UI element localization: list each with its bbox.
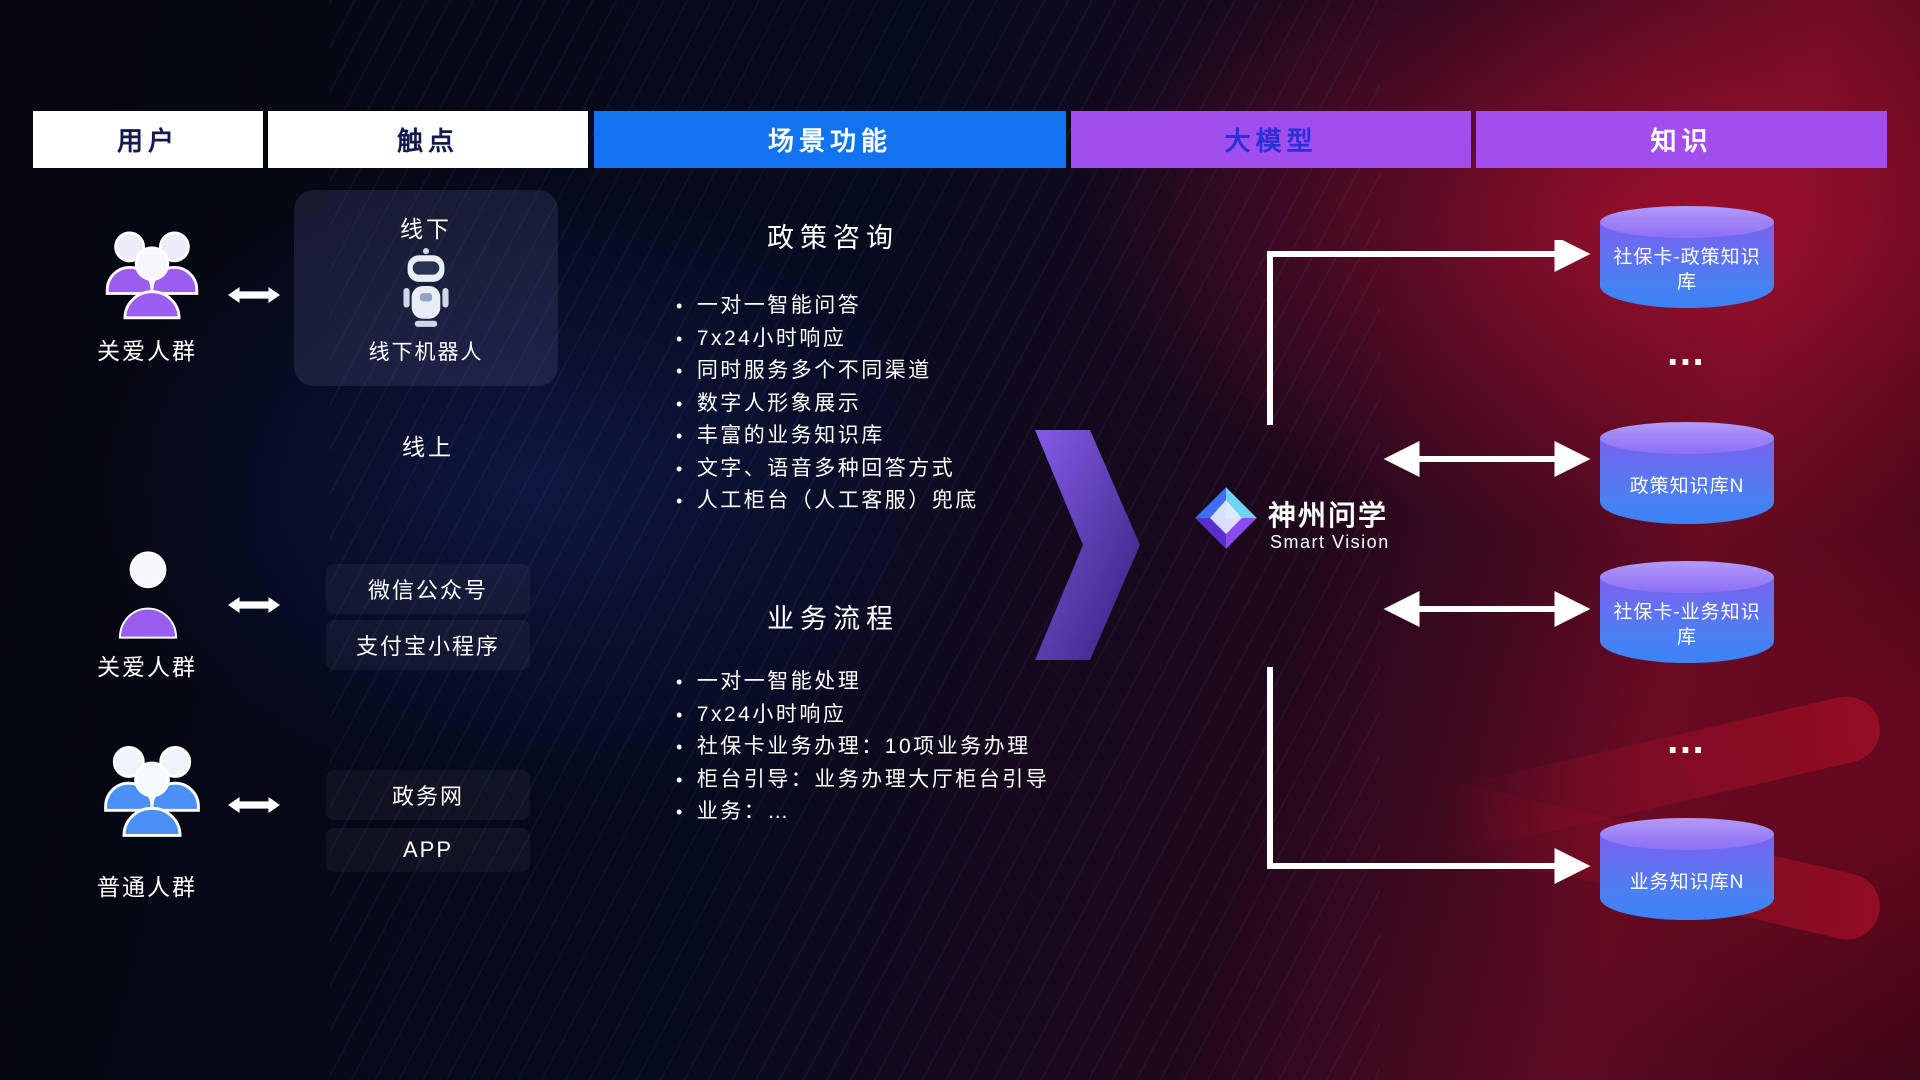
header-col-users: 用户 xyxy=(33,111,263,168)
scenario-business-title: 业务流程 xyxy=(767,604,899,634)
knowledge-db-business-n: 业务知识库N xyxy=(1600,818,1774,920)
scenario-bullet: 7x24小时响应 xyxy=(676,699,1049,732)
database-cylinder-icon xyxy=(1600,206,1774,238)
bidirectional-arrow-icon xyxy=(228,797,280,813)
touchpoint-wechat: 微信公众号 xyxy=(326,564,530,614)
brand-name: 神州问学 xyxy=(1268,500,1389,531)
flow-arrow-icon xyxy=(1035,430,1140,660)
scenario-bullet: 一对一智能处理 xyxy=(676,666,1049,699)
user-group-1-label: 关爱人群 xyxy=(97,338,197,364)
bidirectional-arrow-icon xyxy=(228,597,280,613)
scenario-bullet: 社保卡业务办理：10项业务办理 xyxy=(676,731,1049,764)
care-group-icon xyxy=(105,231,199,320)
knowledge-ellipsis: … xyxy=(1665,330,1709,374)
header-col-touchpoints: 触点 xyxy=(268,111,588,168)
header-col-knowledge: 知识 xyxy=(1476,111,1887,168)
scenario-bullet: 文字、语音多种回答方式 xyxy=(676,453,979,486)
database-cylinder-icon xyxy=(1600,422,1774,454)
scenario-bullet: 业务：… xyxy=(676,796,1049,829)
scenario-policy-title: 政策咨询 xyxy=(767,223,899,253)
knowledge-db-business-shebao: 社保卡-业务知识库 xyxy=(1600,561,1774,663)
touchpoint-gov: 政务网 xyxy=(326,770,530,820)
bidirectional-arrow-icon xyxy=(228,287,280,303)
knowledge-db-policy-n: 政策知识库N xyxy=(1600,422,1774,524)
touchpoint-app: APP xyxy=(326,828,530,872)
knowledge-link-arrows xyxy=(1267,240,1591,884)
database-cylinder-icon xyxy=(1600,561,1774,593)
offline-robot-label: 线下机器人 xyxy=(368,341,484,364)
scenario-bullet: 一对一智能问答 xyxy=(676,290,979,323)
user-person-2-label: 关爱人群 xyxy=(97,654,197,680)
scenario-bullet: 7x24小时响应 xyxy=(676,323,979,356)
scenario-bullet: 人工柜台（人工客服）兜底 xyxy=(676,485,979,518)
header-col-model: 大模型 xyxy=(1071,111,1471,168)
single-user-icon xyxy=(118,551,178,639)
general-group-icon xyxy=(104,745,200,837)
background-streaks xyxy=(330,0,1380,1080)
knowledge-ellipsis: … xyxy=(1665,718,1709,762)
scenario-bullet: 柜台引导：业务办理大厅柜台引导 xyxy=(676,764,1049,797)
scenario-bullet: 丰富的业务知识库 xyxy=(676,420,979,453)
knowledge-db-policy-shebao: 社保卡-政策知识库 xyxy=(1600,206,1774,308)
scenario-policy-list: 一对一智能问答 7x24小时响应 同时服务多个不同渠道 数字人形象展示 丰富的业… xyxy=(676,290,979,518)
scenario-bullet: 同时服务多个不同渠道 xyxy=(676,355,979,388)
scenario-business-list: 一对一智能处理 7x24小时响应 社保卡业务办理：10项业务办理 柜台引导：业务… xyxy=(676,666,1049,829)
brand-subtitle: Smart Vision xyxy=(1270,532,1390,552)
robot-icon xyxy=(403,248,449,327)
header-col-scenarios: 场景功能 xyxy=(594,111,1066,168)
user-group-3-label: 普通人群 xyxy=(97,874,197,900)
database-cylinder-icon xyxy=(1600,818,1774,850)
scenario-bullet: 数字人形象展示 xyxy=(676,388,979,421)
brand-diamond-icon xyxy=(1195,487,1257,549)
offline-title: 线下 xyxy=(400,216,452,242)
online-title: 线上 xyxy=(402,434,454,460)
offline-touchpoint-card: 线下 线下机器人 xyxy=(294,190,558,386)
touchpoint-alipay: 支付宝小程序 xyxy=(326,620,530,670)
